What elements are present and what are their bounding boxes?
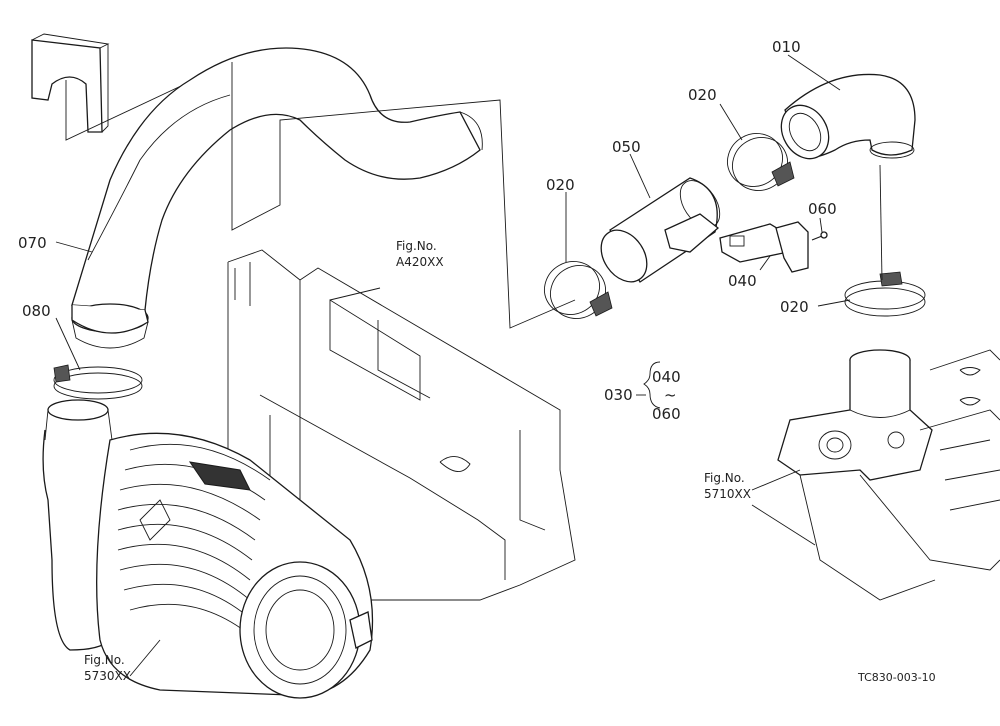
- clamp-020-right: [844, 271, 926, 317]
- elbow-010: [780, 73, 916, 160]
- fig-ref-5730-line1: Fig.No.: [84, 653, 125, 667]
- part-label-060: 060: [808, 200, 837, 218]
- part-label-020-right: 020: [780, 298, 809, 316]
- fig-ref-5710-line1: Fig.No.: [704, 471, 745, 485]
- reference-line: [231, 62, 576, 329]
- part-label-080: 080: [22, 302, 51, 320]
- throttle-body: [777, 349, 1000, 601]
- sensor-040: [719, 221, 809, 273]
- range-tilde: ~: [664, 386, 677, 404]
- screw-060: [811, 231, 828, 241]
- hose-070: [71, 47, 483, 349]
- fig-ref-5710-line2: 5710XX: [704, 487, 751, 501]
- range-start-040: 040: [652, 368, 681, 386]
- clamp-080: [53, 364, 143, 400]
- part-set-030: 030 040 ~ 060: [604, 368, 681, 423]
- fig-ref-5730-line2: 5730XX: [84, 669, 131, 683]
- part-label-040: 040: [728, 272, 757, 290]
- bracket: [31, 33, 233, 141]
- part-label-070: 070: [18, 234, 47, 252]
- part-label-050: 050: [612, 138, 641, 156]
- fig-ref-a420-line2: A420XX: [396, 255, 444, 269]
- part-label-030: 030: [604, 386, 633, 404]
- shroud-panel: [227, 249, 576, 601]
- range-end-060: 060: [652, 405, 681, 423]
- fig-ref-a420-line1: Fig.No.: [396, 239, 437, 253]
- part-label-010: 010: [772, 38, 801, 56]
- clamp-020-left: [544, 261, 613, 319]
- leader-lines: [55, 54, 883, 677]
- part-label-020-middle: 020: [688, 86, 717, 104]
- pipe-050: [600, 177, 721, 283]
- part-label-020-left: 020: [546, 176, 575, 194]
- air-cleaner: [42, 399, 374, 699]
- drawing-code: TC830-003-10: [857, 671, 936, 684]
- clamp-020-middle: [727, 133, 795, 191]
